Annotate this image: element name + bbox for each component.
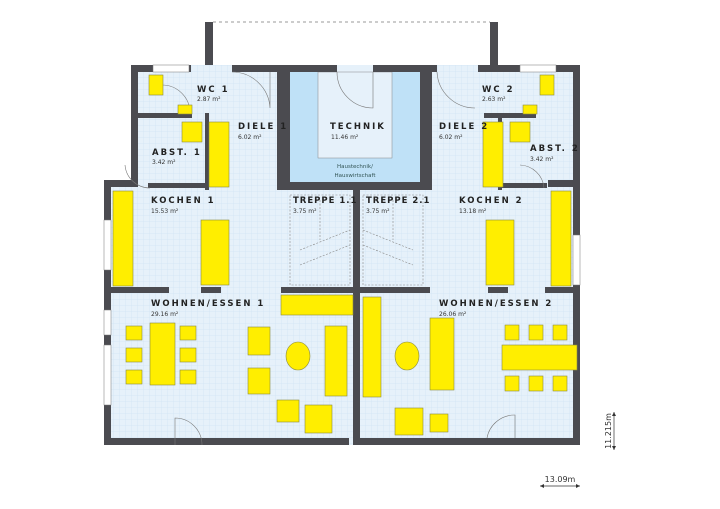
room-area-kochen2: 13.18 m²: [459, 208, 487, 215]
room-area-abst1: 3.42 m²: [152, 159, 176, 166]
kitchen-island-2: [485, 219, 515, 286]
ottoman-2: [429, 413, 449, 433]
wardrobe-1: [208, 121, 230, 188]
armchair-1b: [247, 367, 271, 395]
coffee-table-2: [394, 341, 420, 371]
wardrobe-2: [482, 121, 504, 188]
dimension-depth: 11.215m: [604, 412, 616, 450]
washer-2: [509, 121, 531, 143]
lounge-chair-2: [394, 407, 424, 436]
room-name-kochen2: KOCHEN 2: [459, 196, 524, 206]
room-area-treppe1: 3.75 m²: [293, 208, 317, 215]
washer-1: [181, 121, 203, 143]
furniture: [112, 74, 578, 436]
room-name-treppe1: TREPPE 1.1: [293, 196, 357, 206]
width-label: 13.09m: [545, 475, 576, 484]
room-name-kochen1: KOCHEN 1: [151, 196, 216, 206]
stairs: [289, 194, 424, 286]
room-name-wohnen1: WOHNEN/ESSEN 1: [151, 299, 265, 309]
doors: [124, 71, 545, 446]
room-name-technik: TECHNIK: [330, 122, 386, 132]
sink-wc2: [522, 104, 538, 115]
sink-wc1: [177, 104, 193, 115]
room-area-wc2: 2.63 m²: [482, 96, 506, 103]
room-area-technik: 11.46 m²: [331, 134, 359, 141]
room-area-wc1: 2.87 m²: [197, 96, 221, 103]
technik-note-2: Hauswirtschaft: [334, 173, 376, 179]
room-area-abst2: 3.42 m²: [530, 156, 554, 163]
sofa-1: [324, 325, 348, 397]
room-name-treppe2: TREPPE 2.1: [366, 196, 430, 206]
room-area-wohnen2: 26.06 m²: [439, 311, 467, 318]
depth-label: 11.215m: [604, 413, 613, 449]
room-area-diele2: 6.02 m²: [439, 134, 463, 141]
armchair-1a: [247, 326, 271, 356]
kitchen-counter-2: [550, 190, 572, 287]
room-name-wohnen2: WOHNEN/ESSEN 2: [439, 299, 553, 309]
room-name-diele1: DIELE 1: [238, 122, 288, 132]
dimension-width: 13.09m: [540, 475, 580, 488]
kitchen-counter-1: [112, 190, 134, 287]
sofa-2: [429, 317, 455, 391]
room-area-diele1: 6.02 m²: [238, 134, 262, 141]
lounge-chair-1: [276, 399, 300, 423]
sideboard-1: [280, 294, 354, 316]
coffee-table-1: [285, 341, 311, 371]
kitchen-island-1: [200, 219, 230, 286]
toilet-1: [148, 74, 164, 96]
room-area-kochen1: 15.53 m²: [151, 208, 179, 215]
lounge-chair-1b: [304, 404, 333, 434]
windows: [103, 64, 581, 406]
dining-table-1: [149, 322, 176, 386]
room-name-abst2: ABST. 2: [530, 144, 580, 154]
room-name-wc2: WC 2: [482, 85, 515, 95]
shelf-2: [362, 296, 382, 398]
room-name-wc1: WC 1: [197, 85, 230, 95]
toilet-2: [539, 74, 555, 96]
room-labels: WC 1 2.87 m² WC 2 2.63 m² DIELE 1 6.02 m…: [151, 85, 580, 318]
room-name-abst1: ABST. 1: [152, 148, 202, 158]
room-area-treppe2: 3.75 m²: [366, 208, 390, 215]
room-name-diele2: DIELE 2: [439, 122, 489, 132]
room-area-wohnen1: 29.16 m²: [151, 311, 179, 318]
dining-table-2: [501, 344, 578, 371]
technik-note-1: Haustechnik/: [337, 164, 373, 170]
